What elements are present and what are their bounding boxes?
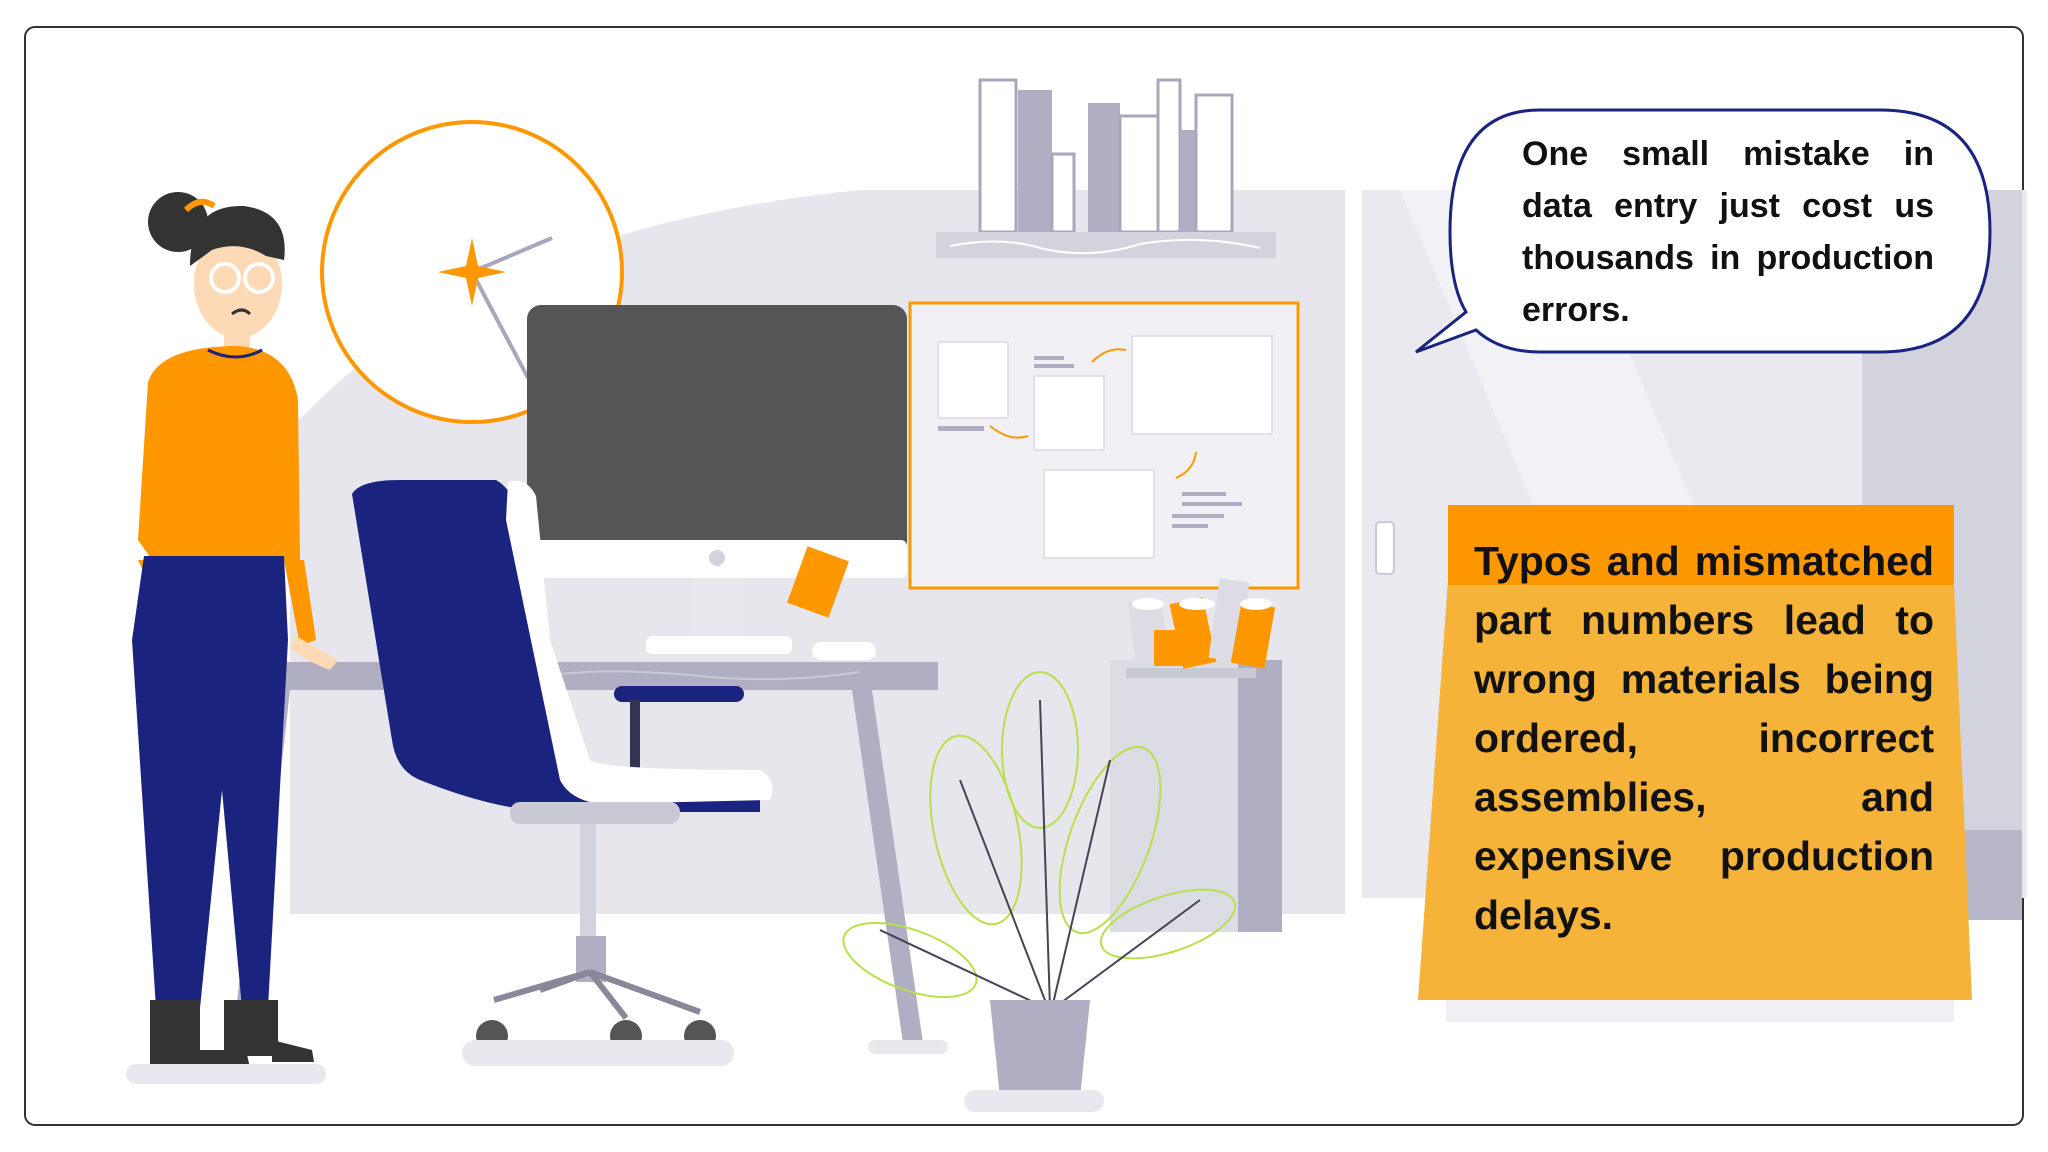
sticky-note-text: Typos and mismatched part numbers lead t… [1474, 538, 1934, 938]
office-chair [352, 480, 773, 1066]
speech-bubble-text: One small mistake in data entry just cos… [1522, 135, 1934, 329]
storage-cabinet [1110, 578, 1282, 932]
potted-plant [842, 671, 1237, 1112]
sticky-note-shape [1418, 505, 1972, 1022]
whiteboard [908, 301, 1300, 590]
woman-character [126, 192, 338, 1084]
computer-monitor [527, 305, 907, 660]
speech-bubble-shape [1415, 108, 1992, 354]
bookshelf [936, 78, 1276, 258]
